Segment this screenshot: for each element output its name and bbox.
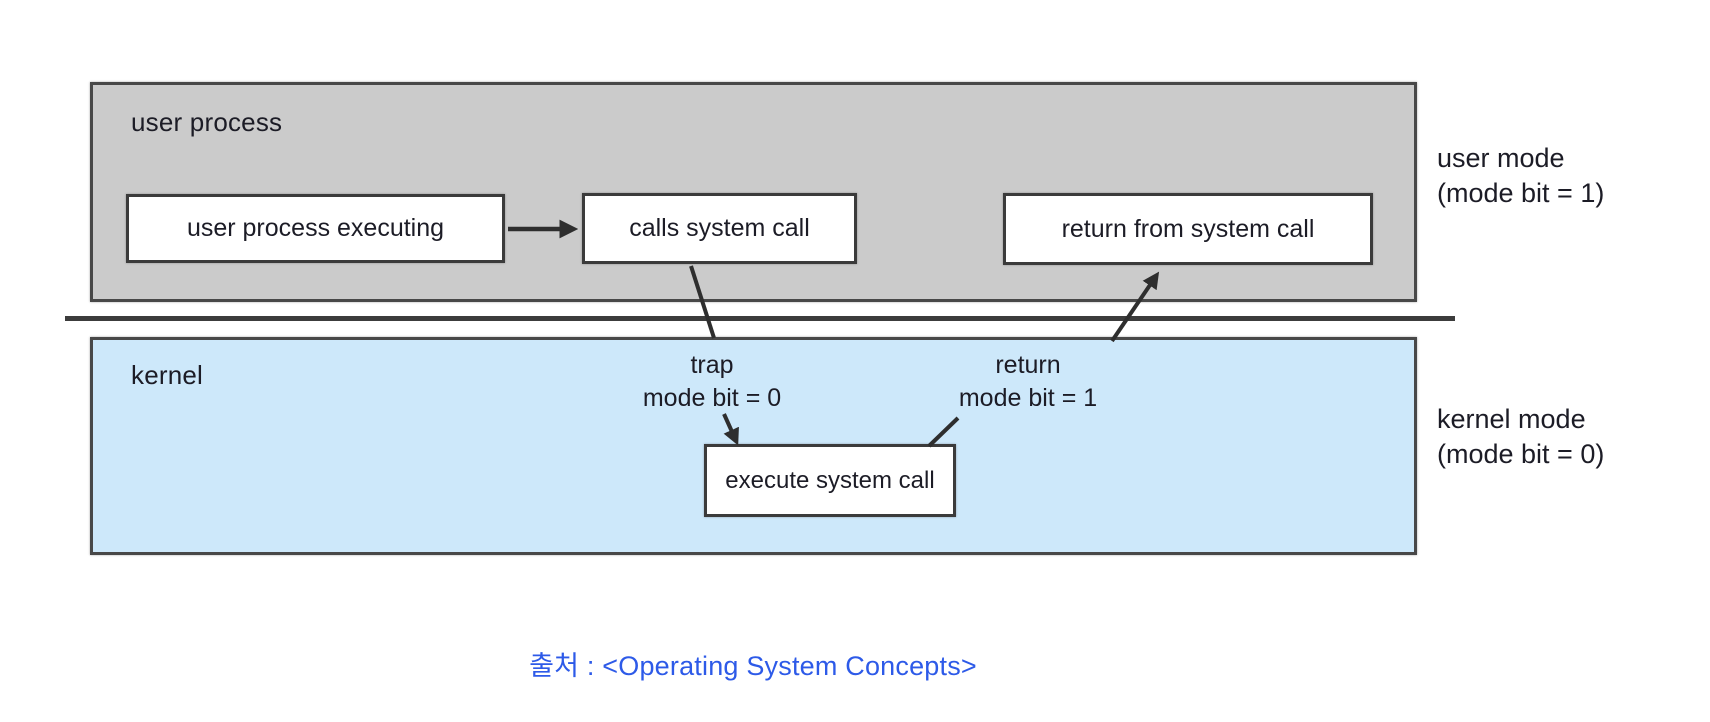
execute-system-call-box: execute system call (704, 444, 956, 517)
user-process-region-label: user process (131, 107, 283, 137)
trap-label-line1: trap (690, 351, 734, 379)
trap-label-line2: mode bit = 0 (642, 384, 782, 412)
return-label-line1: return (995, 351, 1061, 379)
user-process-region: user process (90, 82, 1417, 302)
kernel-mode-side-label-line2: (mode bit = 0) (1437, 439, 1605, 469)
kernel-mode-side-label-line1: kernel mode (1437, 404, 1586, 434)
user-mode-side-label-line2: (mode bit = 1) (1437, 178, 1605, 208)
kernel-mode-side-label: kernel mode (mode bit = 0) (1437, 402, 1604, 472)
user-mode-side-label-line1: user mode (1437, 143, 1565, 173)
source-caption: 출처 : <Operating System Concepts> (529, 651, 977, 681)
mode-boundary-line (65, 316, 1455, 321)
return-label: return mode bit = 1 (918, 349, 1138, 415)
trap-label: trap mode bit = 0 (602, 349, 822, 415)
kernel-region-label: kernel (131, 360, 204, 390)
user-mode-side-label: user mode (mode bit = 1) (1437, 141, 1604, 211)
user-process-executing-box: user process executing (126, 194, 505, 263)
return-label-line2: mode bit = 1 (958, 384, 1098, 412)
return-from-system-call-box: return from system call (1003, 193, 1373, 265)
calls-system-call-box: calls system call (582, 193, 857, 264)
